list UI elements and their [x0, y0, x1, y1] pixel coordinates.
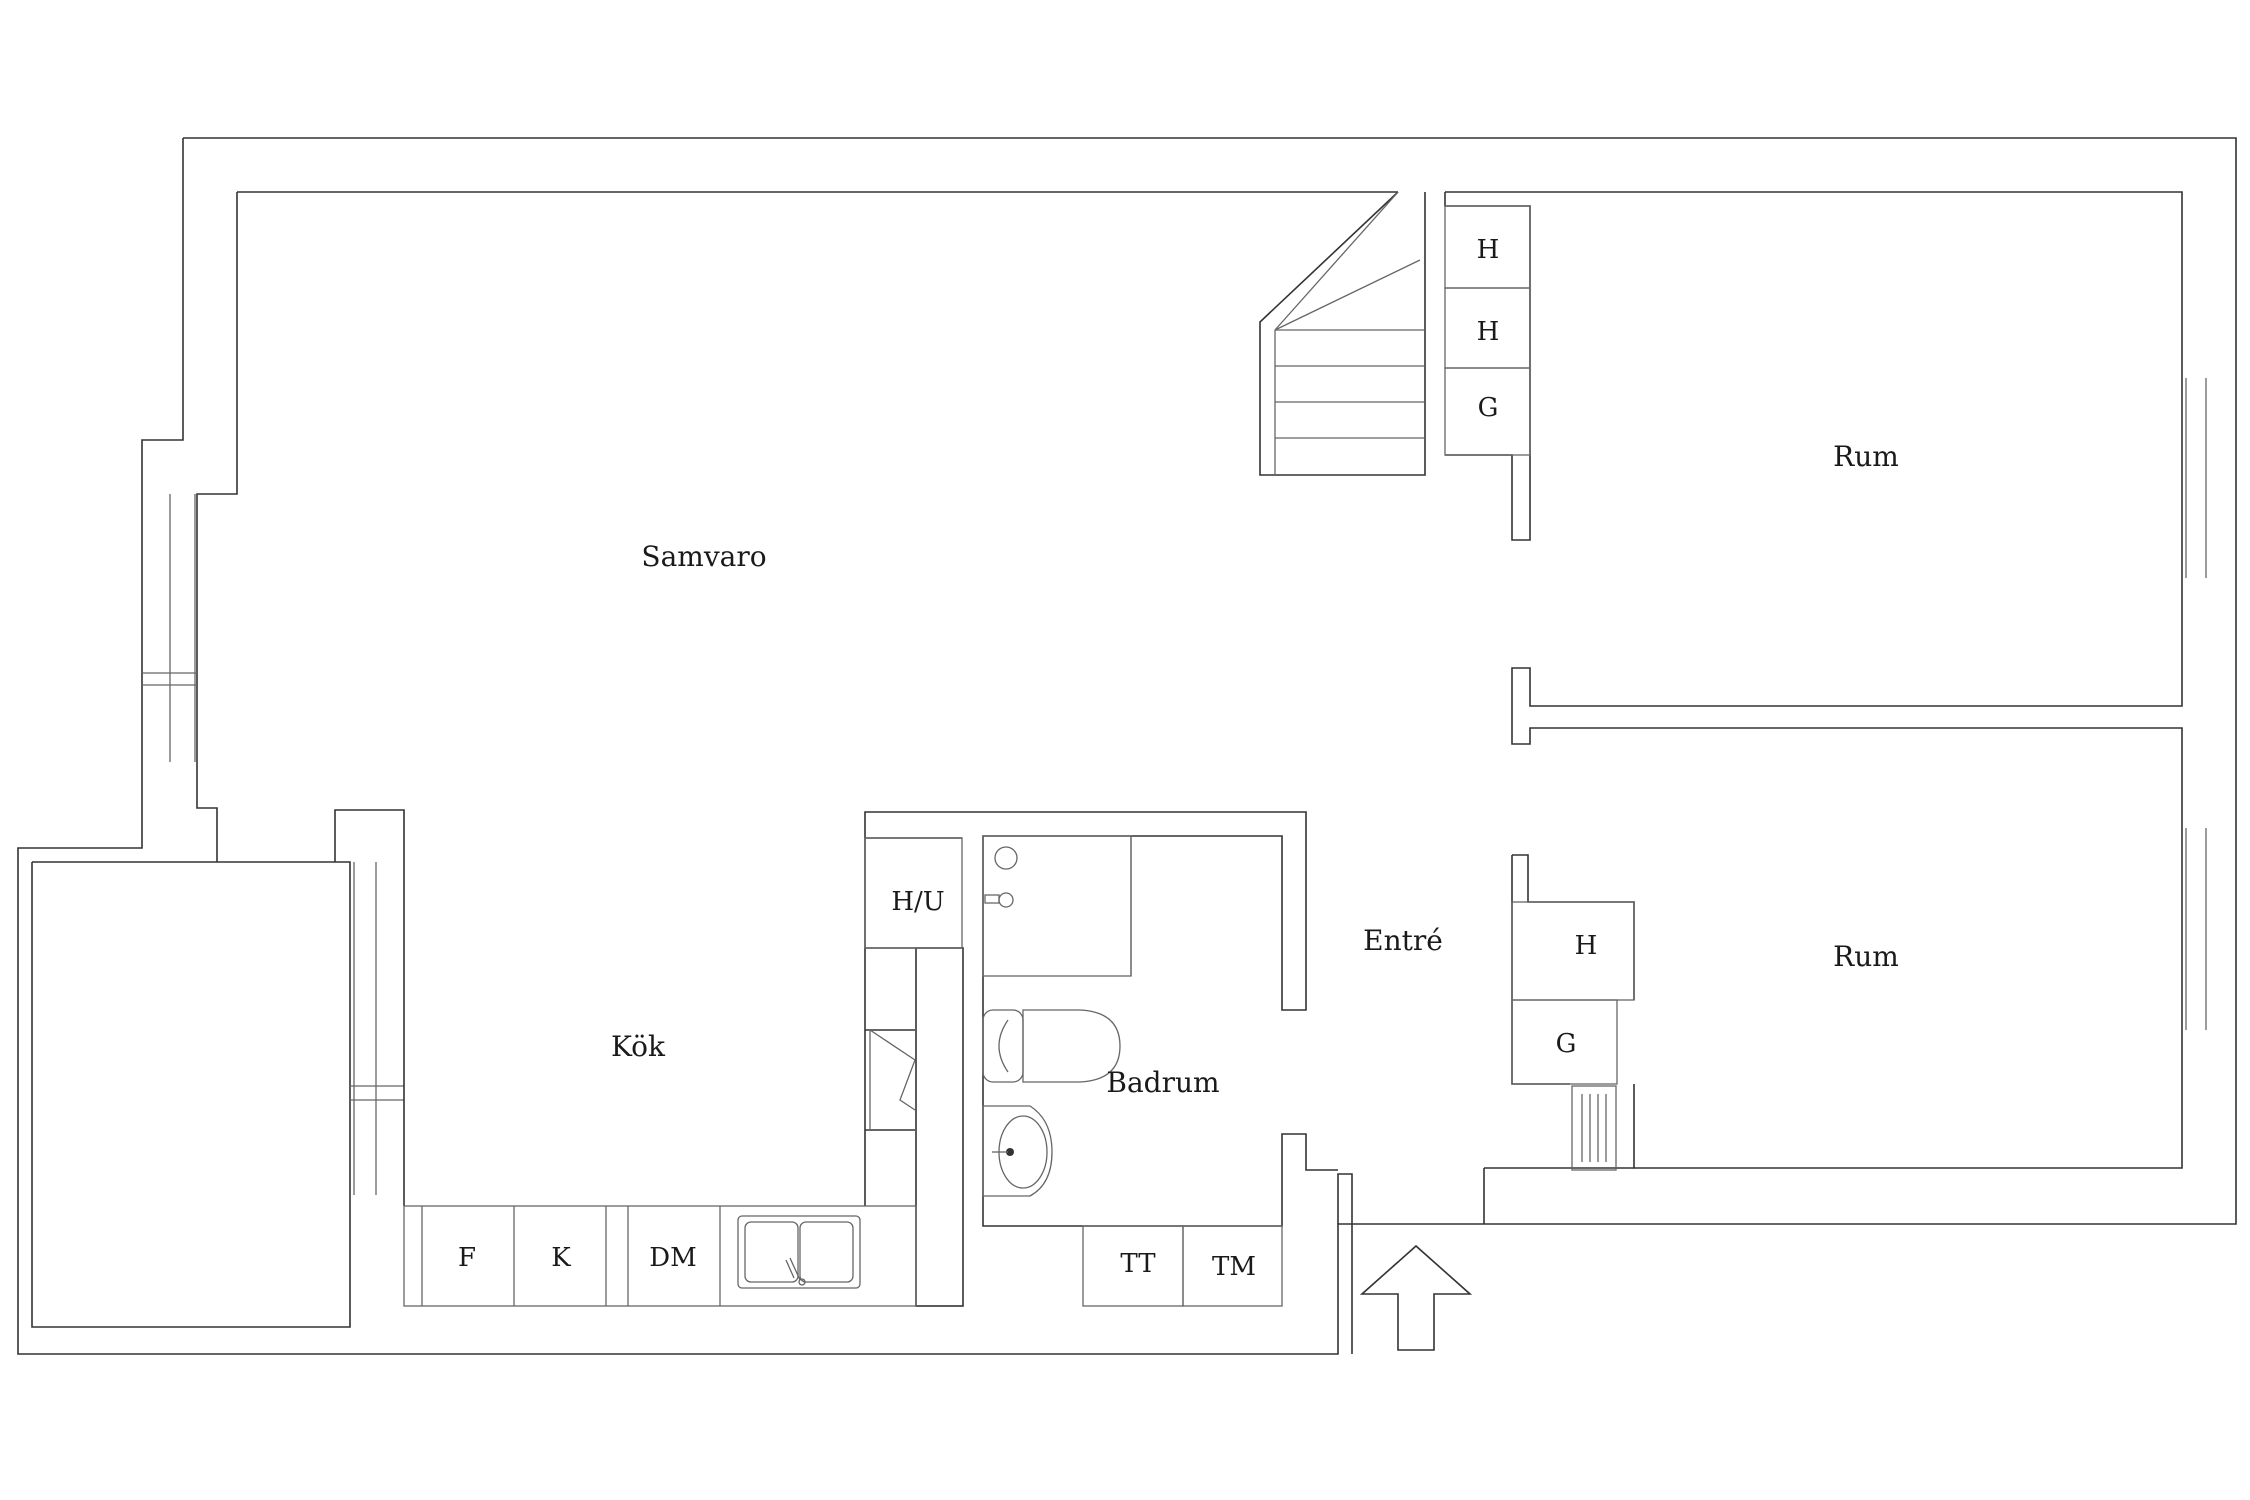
- staircase-icon: [1259, 191, 1426, 476]
- east-windows: [2185, 378, 2207, 1030]
- fridge-label: F: [458, 1243, 476, 1273]
- bedroom-walls: [1444, 191, 2183, 1224]
- k-label: K: [551, 1243, 571, 1273]
- laundry-units: [1082, 1225, 1283, 1307]
- closet-top: [1444, 205, 1531, 456]
- hu-label: H/U: [891, 887, 944, 917]
- dishwasher-label: DM: [649, 1243, 696, 1273]
- room-label-samvaro: Samvaro: [641, 540, 766, 573]
- room-label-entre: Entré: [1363, 924, 1443, 957]
- wash-basin-icon: [982, 1105, 1053, 1197]
- room-label-rum-top: Rum: [1833, 440, 1899, 473]
- room-label-kok: Kök: [611, 1030, 666, 1063]
- shower: [982, 835, 1132, 977]
- closet-h-label: H: [1477, 317, 1500, 347]
- washing-machine-label: TM: [1212, 1252, 1256, 1282]
- closet-h-label: H: [1477, 235, 1500, 265]
- room-label-rum-bottom: Rum: [1833, 940, 1899, 973]
- entrance-arrow-icon: [1359, 1244, 1473, 1351]
- tumble-dryer-label: TT: [1120, 1249, 1156, 1279]
- outer-walls: [17, 137, 2237, 1355]
- closet-g-label: G: [1556, 1029, 1577, 1059]
- west-windows: [142, 494, 405, 1206]
- appliance-door-icon: [869, 1029, 916, 1130]
- closet-bottom: [1511, 901, 1635, 1085]
- kitchen-sink-icon: [737, 1215, 861, 1289]
- room-label-badrum: Badrum: [1106, 1066, 1219, 1099]
- hu-cabinet: [864, 837, 963, 949]
- kitchen-counter: [403, 1205, 917, 1307]
- toilet-icon: [982, 1009, 1121, 1083]
- radiator-icon: [1571, 1085, 1617, 1171]
- closet-h-label: H: [1575, 931, 1598, 961]
- closet-g-label: G: [1478, 393, 1499, 423]
